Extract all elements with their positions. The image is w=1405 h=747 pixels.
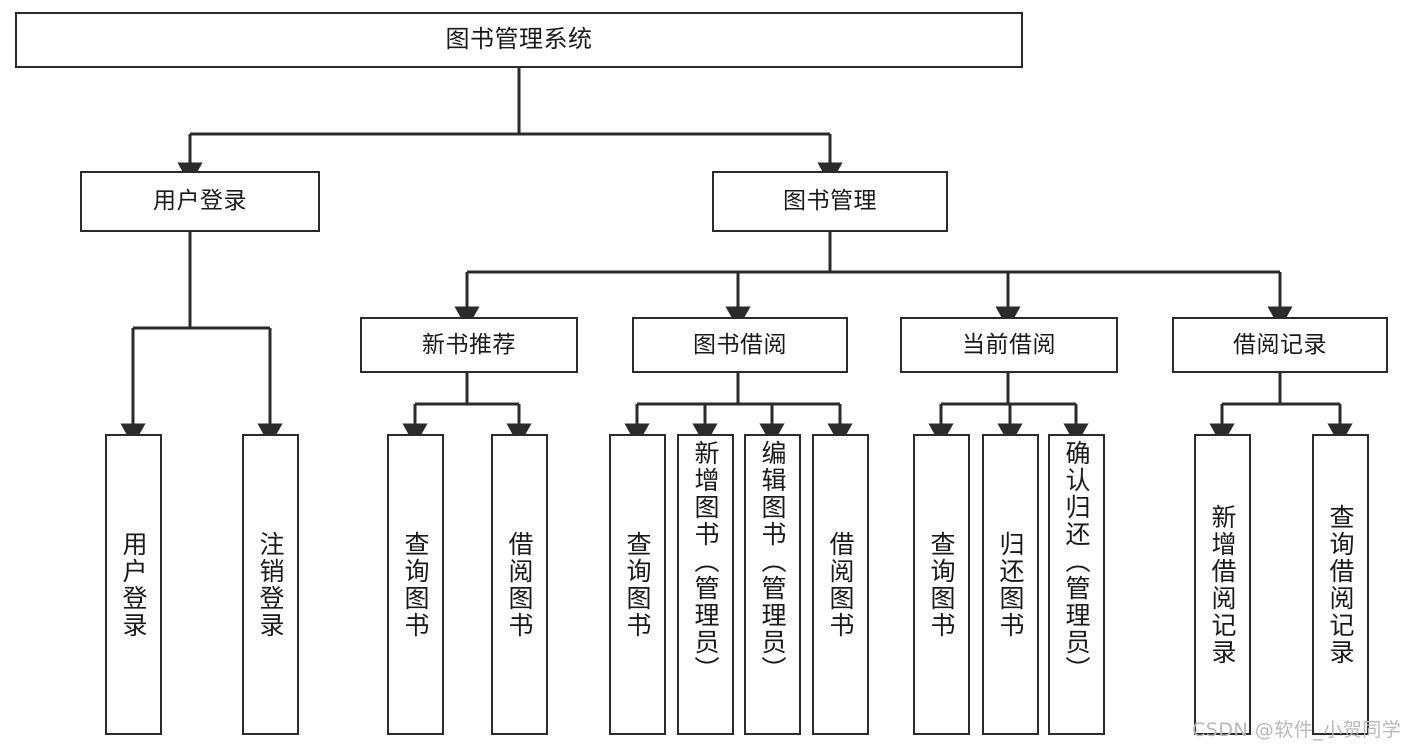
leaf-add-book-admin-label: 新增图书（管理员） xyxy=(691,440,720,683)
leaf-query-borrow-record[interactable]: 查询借阅记录 xyxy=(1312,434,1369,735)
leaf-borrow-book-newbook-label: 借阅图书 xyxy=(505,530,534,639)
leaf-confirm-return-admin[interactable]: 确认归还（管理员） xyxy=(1048,434,1105,735)
node-new-book-recommend[interactable]: 新书推荐 xyxy=(360,317,578,373)
leaf-query-book-borrow[interactable]: 查询图书 xyxy=(609,434,666,735)
node-new-book-recommend-label: 新书推荐 xyxy=(422,331,516,358)
leaf-return-book-label: 归还图书 xyxy=(996,530,1025,639)
leaf-query-borrow-record-label: 查询借阅记录 xyxy=(1326,503,1355,666)
node-root-label: 图书管理系统 xyxy=(445,25,593,54)
node-user-login-label: 用户登录 xyxy=(153,188,247,215)
node-root-book-management-system[interactable]: 图书管理系统 xyxy=(15,12,1023,68)
leaf-return-book[interactable]: 归还图书 xyxy=(982,434,1039,735)
leaf-logout-label: 注销登录 xyxy=(256,530,285,639)
leaf-user-login[interactable]: 用户登录 xyxy=(105,434,162,735)
leaf-edit-book-admin[interactable]: 编辑图书（管理员） xyxy=(744,434,801,735)
leaf-query-book-borrow-label: 查询图书 xyxy=(623,530,652,639)
node-current-borrow[interactable]: 当前借阅 xyxy=(900,317,1118,373)
node-borrow-records[interactable]: 借阅记录 xyxy=(1172,317,1388,373)
leaf-borrow-book-borrow-label: 借阅图书 xyxy=(826,530,855,639)
node-book-borrow[interactable]: 图书借阅 xyxy=(632,317,848,373)
leaf-edit-book-admin-label: 编辑图书（管理员） xyxy=(758,440,787,683)
leaf-borrow-book-newbook[interactable]: 借阅图书 xyxy=(491,434,548,735)
leaf-add-book-admin[interactable]: 新增图书（管理员） xyxy=(677,434,734,735)
node-book-management-label: 图书管理 xyxy=(783,188,877,215)
node-book-borrow-label: 图书借阅 xyxy=(693,331,787,358)
leaf-query-book-current[interactable]: 查询图书 xyxy=(913,434,970,735)
leaf-add-borrow-record-label: 新增借阅记录 xyxy=(1208,503,1237,666)
leaf-confirm-return-admin-label: 确认归还（管理员） xyxy=(1062,440,1091,683)
leaf-query-book-newbook[interactable]: 查询图书 xyxy=(387,434,444,735)
node-book-management[interactable]: 图书管理 xyxy=(712,171,948,232)
node-current-borrow-label: 当前借阅 xyxy=(962,331,1056,358)
leaf-query-book-current-label: 查询图书 xyxy=(927,530,956,639)
node-borrow-records-label: 借阅记录 xyxy=(1233,331,1327,358)
leaf-add-borrow-record[interactable]: 新增借阅记录 xyxy=(1194,434,1251,735)
leaf-borrow-book-borrow[interactable]: 借阅图书 xyxy=(812,434,869,735)
leaf-user-login-label: 用户登录 xyxy=(119,530,148,639)
leaf-query-book-newbook-label: 查询图书 xyxy=(401,530,430,639)
csdn-watermark: CSDN @软件_小贺同学 xyxy=(1192,719,1402,741)
node-user-login[interactable]: 用户登录 xyxy=(80,171,320,232)
leaf-logout[interactable]: 注销登录 xyxy=(242,434,299,735)
